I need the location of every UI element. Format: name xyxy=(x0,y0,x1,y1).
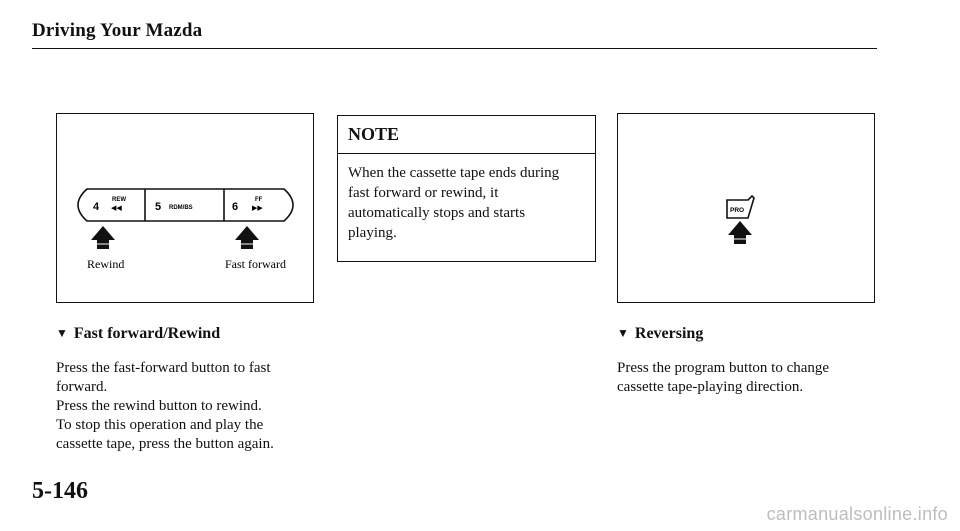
label-fast-forward: Fast forward xyxy=(225,257,286,271)
button-5-number: 5 xyxy=(155,201,161,213)
section-body-reversing: Press the program button to change casse… xyxy=(617,359,887,397)
body-line: Press the program button to change xyxy=(617,360,830,376)
page-number: 5-146 xyxy=(32,478,88,504)
note-box: NOTE When the cassette tape ends during … xyxy=(337,115,596,262)
watermark: carmanualsonline.info xyxy=(766,504,948,524)
triangle-bullet-icon: ▼ xyxy=(56,326,68,340)
body-line: forward. xyxy=(56,379,108,395)
button-5-caption: RDM/BS xyxy=(169,205,193,211)
program-button-caption: PRO xyxy=(730,207,744,214)
pro-button-illustration: PRO xyxy=(726,194,755,244)
button-6-number: 6 xyxy=(232,201,238,213)
section-body-fast-forward-rewind: Press the fast-forward button to fast fo… xyxy=(56,359,326,454)
rewind-symbol-icon: ◀◀ xyxy=(111,204,122,212)
body-line: cassette tape-playing direction. xyxy=(617,379,804,395)
pointer-arrow-icon xyxy=(91,226,115,249)
button-panel-illustration: 4 REW ◀◀ 5 RDM/BS 6 FF ▶▶ Rewind Fast fo… xyxy=(77,188,294,271)
note-title: NOTE xyxy=(348,124,400,144)
figure-reversing: PRO xyxy=(617,113,875,303)
note-divider xyxy=(338,153,595,154)
body-line: Press the rewind button to rewind. xyxy=(56,398,262,414)
body-line: To stop this operation and play the xyxy=(56,417,264,433)
section-heading-reversing: ▼ Reversing xyxy=(617,325,703,343)
section-heading-text: Reversing xyxy=(634,325,704,342)
button-4-number: 4 xyxy=(93,201,100,213)
triangle-bullet-icon: ▼ xyxy=(617,326,629,340)
figure-rewind-fastforward: 4 REW ◀◀ 5 RDM/BS 6 FF ▶▶ Rewind Fast fo… xyxy=(56,113,314,303)
note-line: fast forward or rewind, it xyxy=(348,185,499,201)
button-6-caption: FF xyxy=(255,197,263,203)
label-rewind: Rewind xyxy=(87,257,124,271)
fast-forward-symbol-icon: ▶▶ xyxy=(252,204,263,212)
pointer-arrow-icon xyxy=(235,226,259,249)
note-body: When the cassette tape ends during fast … xyxy=(348,163,586,243)
body-line: cassette tape, press the button again. xyxy=(56,436,274,452)
section-heading-fast-forward-rewind: ▼ Fast forward/Rewind xyxy=(56,325,220,343)
page-header-title: Driving Your Mazda xyxy=(32,20,203,41)
header-divider xyxy=(32,48,877,49)
note-line: automatically stops and starts xyxy=(348,205,526,221)
button-4-caption: REW xyxy=(112,197,126,203)
button-strip xyxy=(77,188,294,222)
section-heading-text: Fast forward/Rewind xyxy=(73,325,221,342)
pointer-arrow-icon xyxy=(728,221,752,244)
note-line: playing. xyxy=(348,225,397,241)
note-line: When the cassette tape ends during xyxy=(348,165,560,181)
body-line: Press the fast-forward button to fast xyxy=(56,360,271,376)
program-button-icon xyxy=(726,194,755,219)
